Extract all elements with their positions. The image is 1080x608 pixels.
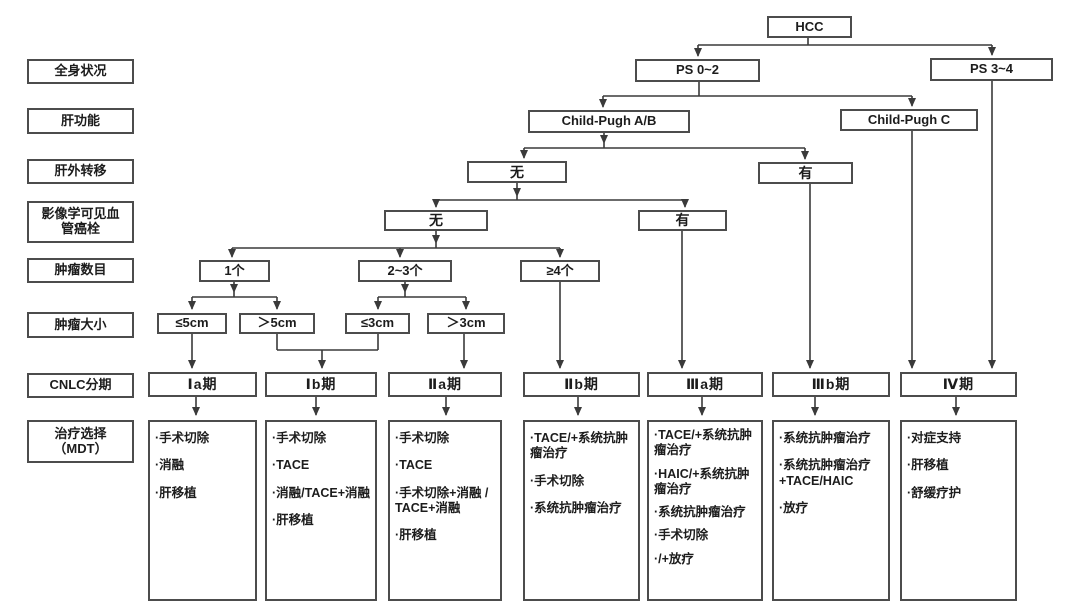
row-label-tumor-number: 肿瘤数目 <box>27 258 134 283</box>
node-size-gt5cm: ＞5cm <box>239 313 315 334</box>
node-vascular-no: 无 <box>384 210 488 231</box>
treatment-item: ·对症支持 <box>907 431 962 445</box>
row-label-treatment-mdt: 治疗选择 （MDT） <box>27 420 134 463</box>
node-vascular-yes: 有 <box>638 210 727 231</box>
treatment-item: ·TACE/+系统抗肿瘤治疗 <box>530 431 629 461</box>
row-label-extrahepatic-metastasis: 肝外转移 <box>27 159 134 184</box>
treatment-item: ·HAIC/+系统抗肿瘤治疗 <box>654 466 750 496</box>
treatment-item: ·肝移植 <box>395 528 437 542</box>
node-ps-0-2: PS 0~2 <box>635 59 760 82</box>
treatment-item: ·TACE <box>272 458 310 473</box>
treatment-item: ·消融/TACE+消融 <box>272 485 371 500</box>
treatment-item: ·肝移植 <box>155 485 197 500</box>
node-size-gt3cm: ＞3cm <box>427 313 505 334</box>
treatments-2a: ·手术切除 ·TACE ·手术切除+消融 / TACE+消融 ·肝移植 <box>388 420 502 601</box>
treatment-item: ·手术切除 <box>155 431 210 445</box>
row-label-cnlc-stage: CNLC分期 <box>27 373 134 398</box>
treatment-item: ·系统抗肿瘤治疗 <box>654 505 746 519</box>
treatments-3b: ·系统抗肿瘤治疗 ·系统抗肿瘤治疗+TACE/HAIC ·放疗 <box>772 420 890 601</box>
treatment-item: ·系统抗肿瘤治疗+TACE/HAIC <box>779 458 871 488</box>
stage-2a: Ⅱa期 <box>388 372 502 397</box>
node-hcc: HCC <box>767 16 852 38</box>
treatment-item: ·/+放疗 <box>654 551 694 566</box>
stage-3b: Ⅲb期 <box>772 372 890 397</box>
node-tumor-count-ge4: ≥4个 <box>520 260 600 282</box>
stage-1b: Ⅰb期 <box>265 372 377 397</box>
treatments-3a: ·TACE/+系统抗肿瘤治疗 ·HAIC/+系统抗肿瘤治疗 ·系统抗肿瘤治疗 ·… <box>647 420 763 601</box>
node-extrahepatic-no: 无 <box>467 161 567 183</box>
node-tumor-count-1: 1个 <box>199 260 270 282</box>
treatment-item: ·手术切除 <box>654 528 709 543</box>
treatment-item: ·手术切除 <box>530 473 585 488</box>
stage-3a: Ⅲa期 <box>647 372 763 397</box>
treatment-item: ·系统抗肿瘤治疗 <box>779 431 871 445</box>
treatment-item: ·系统抗肿瘤治疗 <box>530 500 622 515</box>
row-label-liver-function: 肝功能 <box>27 108 134 134</box>
node-size-le5cm: ≤5cm <box>157 313 227 334</box>
node-size-le3cm: ≤3cm <box>345 313 410 334</box>
treatment-item: ·放疗 <box>779 500 809 515</box>
treatment-item: ·TACE <box>395 458 433 473</box>
treatment-item: ·舒缓疗护 <box>907 485 962 500</box>
treatment-item: ·TACE/+系统抗肿瘤治疗 <box>654 428 753 458</box>
treatment-item: ·手术切除 <box>395 431 450 445</box>
treatments-1a: ·手术切除 ·消融 ·肝移植 <box>148 420 257 601</box>
treatment-item: ·手术切除+消融 / TACE+消融 <box>395 485 489 515</box>
node-extrahepatic-yes: 有 <box>758 162 853 184</box>
treatment-item: ·手术切除 <box>272 431 327 445</box>
row-label-vascular-invasion: 影像学可见血 管癌栓 <box>27 201 134 243</box>
stage-4: Ⅳ期 <box>900 372 1017 397</box>
treatments-1b: ·手术切除 ·TACE ·消融/TACE+消融 ·肝移植 <box>265 420 377 601</box>
node-tumor-count-2-3: 2~3个 <box>358 260 452 282</box>
node-child-pugh-ab: Child-Pugh A/B <box>528 110 690 133</box>
stage-2b: Ⅱb期 <box>523 372 640 397</box>
treatments-2b: ·TACE/+系统抗肿瘤治疗 ·手术切除 ·系统抗肿瘤治疗 <box>523 420 640 601</box>
stage-1a: Ⅰa期 <box>148 372 257 397</box>
treatments-4: ·对症支持 ·肝移植 ·舒缓疗护 <box>900 420 1017 601</box>
treatment-item: ·肝移植 <box>907 458 949 473</box>
node-ps-3-4: PS 3~4 <box>930 58 1053 81</box>
row-label-general-condition: 全身状况 <box>27 59 134 84</box>
row-label-tumor-size: 肿瘤大小 <box>27 312 134 338</box>
treatment-item: ·肝移植 <box>272 512 314 527</box>
treatment-item: ·消融 <box>155 458 185 473</box>
node-child-pugh-c: Child-Pugh C <box>840 109 978 131</box>
